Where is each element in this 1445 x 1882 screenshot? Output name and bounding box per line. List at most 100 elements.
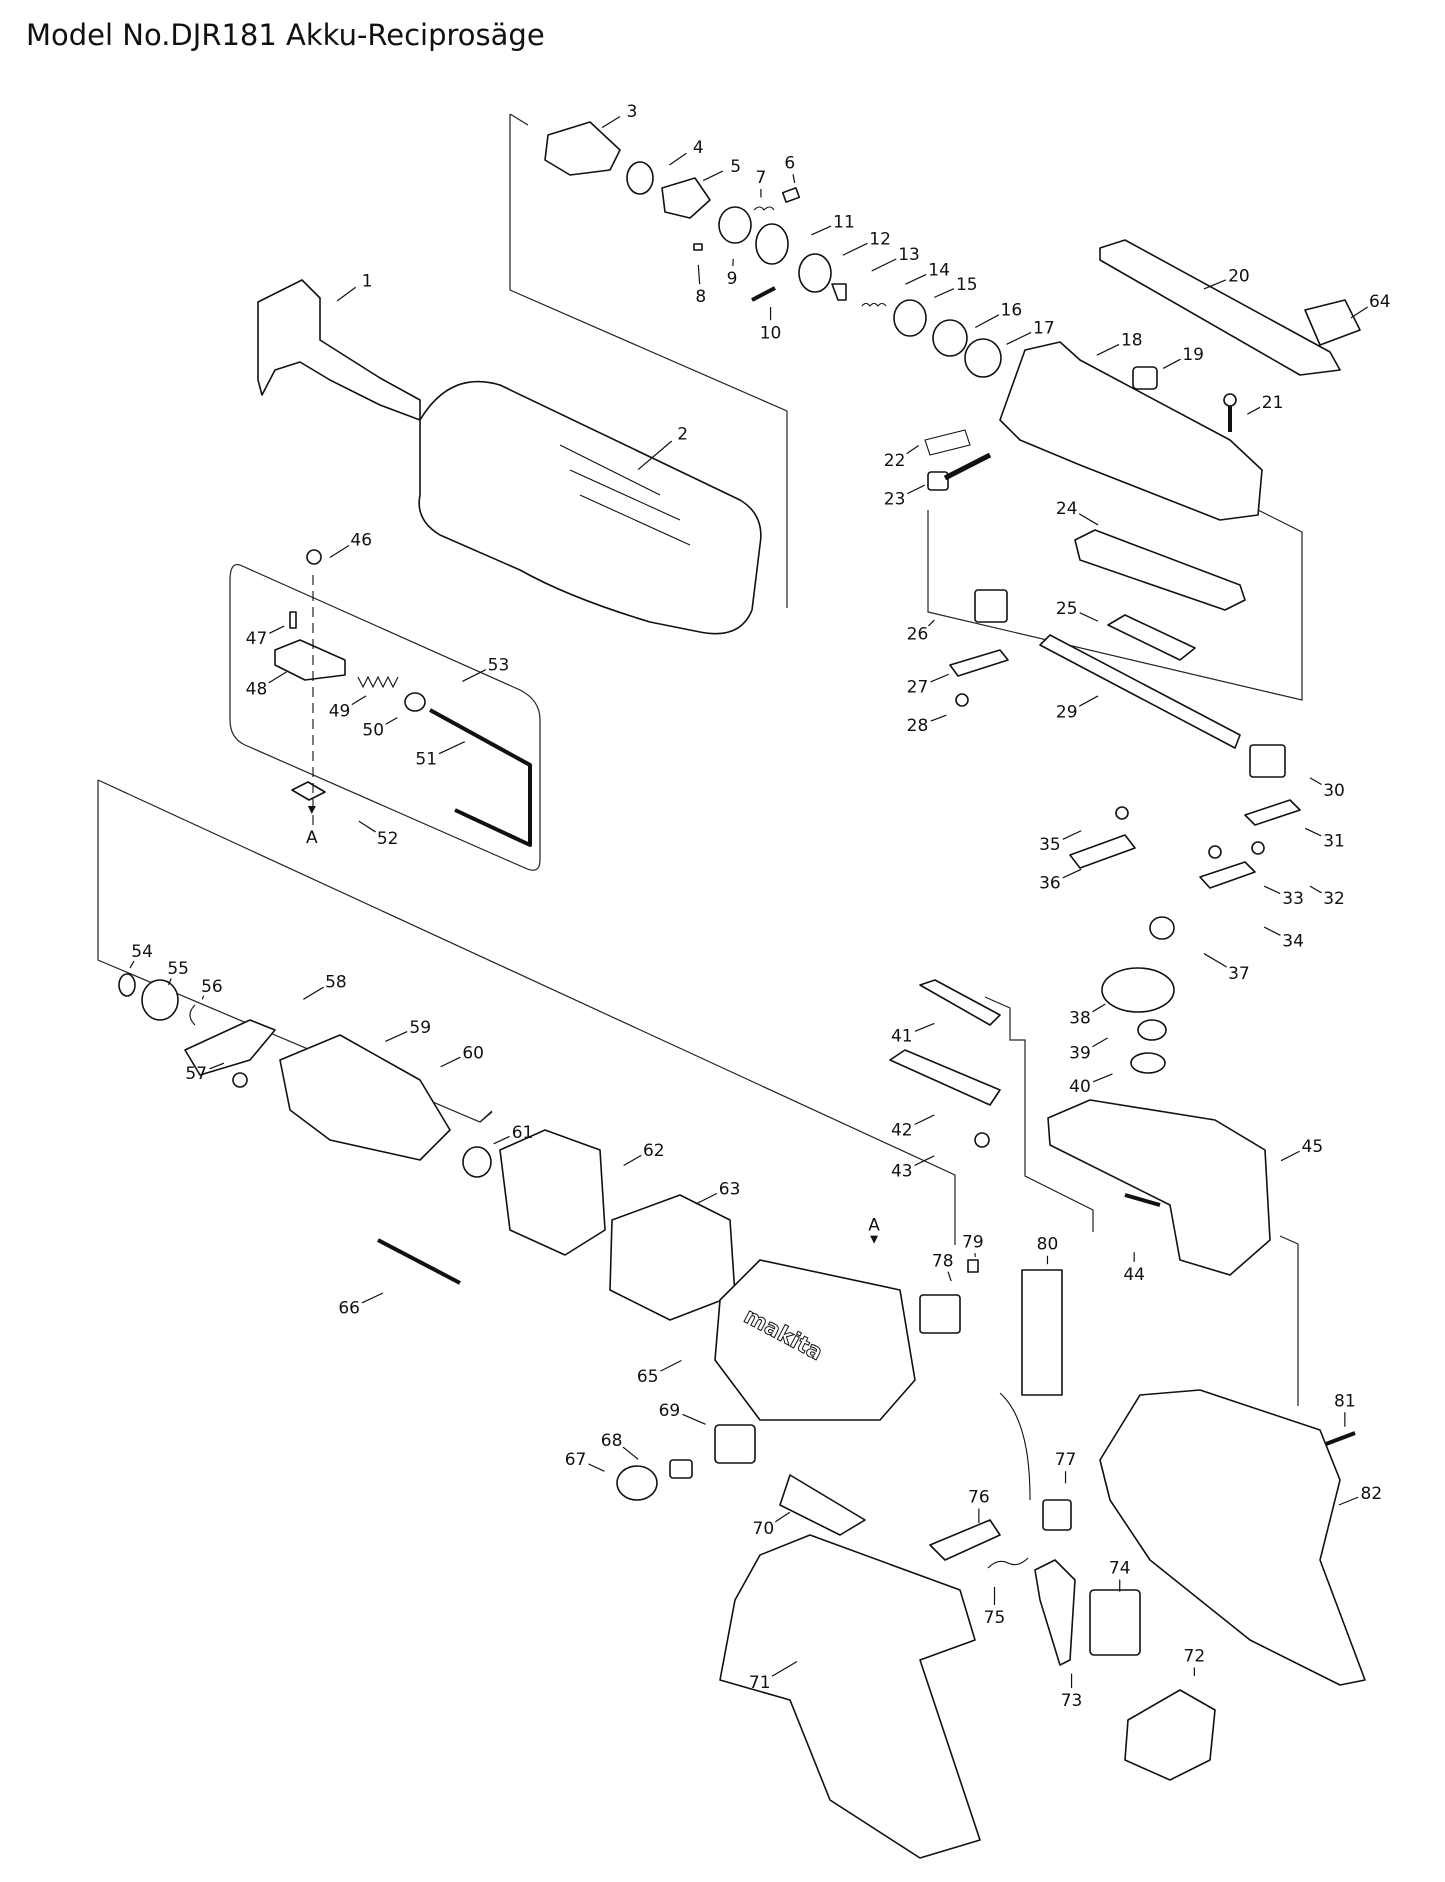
leader-line-50 [385,717,398,725]
part-4 [626,161,654,195]
leader-line-48 [268,671,287,684]
part-label-32: 32 [1323,889,1345,909]
part-label-77: 77 [1055,1450,1077,1470]
reference-arrow-icon [870,1235,879,1244]
leader-line-36 [1062,868,1082,879]
part-label-43: 43 [891,1161,913,1181]
part-64 [1304,299,1361,346]
leader-line-70 [775,1511,791,1523]
part-label-14: 14 [928,261,950,281]
part-label-64: 64 [1369,292,1391,312]
leader-line-19 [1162,358,1181,369]
part-label-30: 30 [1323,781,1345,801]
part-label-82: 82 [1361,1484,1383,1504]
part-label-36: 36 [1039,874,1061,894]
part-61 [462,1146,492,1178]
part-8 [693,243,703,251]
part-41 [919,979,1001,1026]
part-63 [609,1194,736,1321]
part-6 [781,187,801,203]
part-11 [755,223,789,265]
part-label-40: 40 [1069,1077,1091,1097]
leader-line-30 [1309,777,1322,785]
part-label-39: 39 [1069,1043,1091,1063]
leader-line-20 [1203,279,1227,290]
part-68 [669,1459,693,1479]
part-label-9: 9 [727,269,738,289]
leader-line-13 [871,258,897,272]
part-35 [1115,806,1129,820]
group-outline-front [509,114,788,608]
part-label-34: 34 [1282,931,1304,951]
part-label-81: 81 [1334,1391,1356,1411]
part-40 [1130,1052,1166,1074]
part-29 [1039,634,1241,749]
part-label-21: 21 [1262,393,1284,413]
leader-line-58 [303,986,324,1000]
leader-line-5 [702,170,724,182]
part-label-37: 37 [1228,964,1250,984]
leader-line-28 [930,714,947,722]
part-label-78: 78 [932,1252,954,1272]
part-label-48: 48 [246,680,268,700]
leader-line-82 [1338,1496,1359,1506]
leader-line-69 [682,1413,706,1425]
part-77 [1042,1499,1072,1531]
leader-line-37 [1203,953,1227,968]
leader-line-47 [269,625,285,634]
part-label-74: 74 [1109,1559,1131,1579]
leader-line-54 [129,960,135,969]
part-label-3: 3 [627,102,638,122]
part-label-17: 17 [1033,318,1055,338]
part-label-66: 66 [338,1299,360,1319]
leader-line-6 [792,174,796,184]
leader-line-45 [1280,1150,1300,1162]
part-55 [141,979,179,1021]
part-45-gear-housing [1047,1099,1271,1276]
part-39 [1137,1019,1167,1041]
leader-line-57 [209,1062,225,1070]
leader-line-66 [361,1292,384,1304]
part-70 [779,1474,866,1536]
part-label-72: 72 [1184,1647,1206,1667]
part-label-51: 51 [415,750,437,770]
part-label-18: 18 [1121,331,1143,351]
group-outline-41 [984,996,1094,1232]
part-label-5: 5 [730,157,741,177]
part-label-65: 65 [637,1367,659,1387]
part-52 [291,781,326,801]
part-33 [1208,845,1222,859]
part-label-60: 60 [462,1043,484,1063]
part-1-shoe [257,279,421,421]
part-81 [1325,1431,1356,1446]
part-69 [714,1424,756,1464]
part-56 [189,1004,196,1026]
part-label-1: 1 [362,272,373,292]
part-label-29: 29 [1056,703,1078,723]
part-label-13: 13 [898,245,920,265]
leader-line-62 [623,1154,642,1166]
part-37 [1149,916,1175,940]
leader-line-49 [351,695,367,706]
part-label-47: 47 [246,629,268,649]
part-label-46: 46 [350,530,372,550]
leader-line-56 [201,995,205,1000]
group-outline-66 [479,1110,493,1123]
part-label-19: 19 [1182,345,1204,365]
part-label-11: 11 [833,213,855,233]
part-label-12: 12 [869,229,891,249]
part-34 [1199,861,1256,889]
part-73 [1034,1559,1076,1666]
leader-line-34 [1263,926,1281,936]
leader-line-24 [1078,513,1099,526]
leader-line-43 [914,1155,935,1166]
part-44 [1124,1193,1161,1207]
part-54 [118,973,136,997]
part-2-front-housing [418,380,762,635]
leader-line-21 [1247,406,1261,415]
leader-line-39 [1092,1037,1108,1048]
group-outline-front-top [509,113,529,126]
part-label-2: 2 [677,424,688,444]
part-17 [964,338,1002,378]
leader-line-59 [385,1031,408,1043]
